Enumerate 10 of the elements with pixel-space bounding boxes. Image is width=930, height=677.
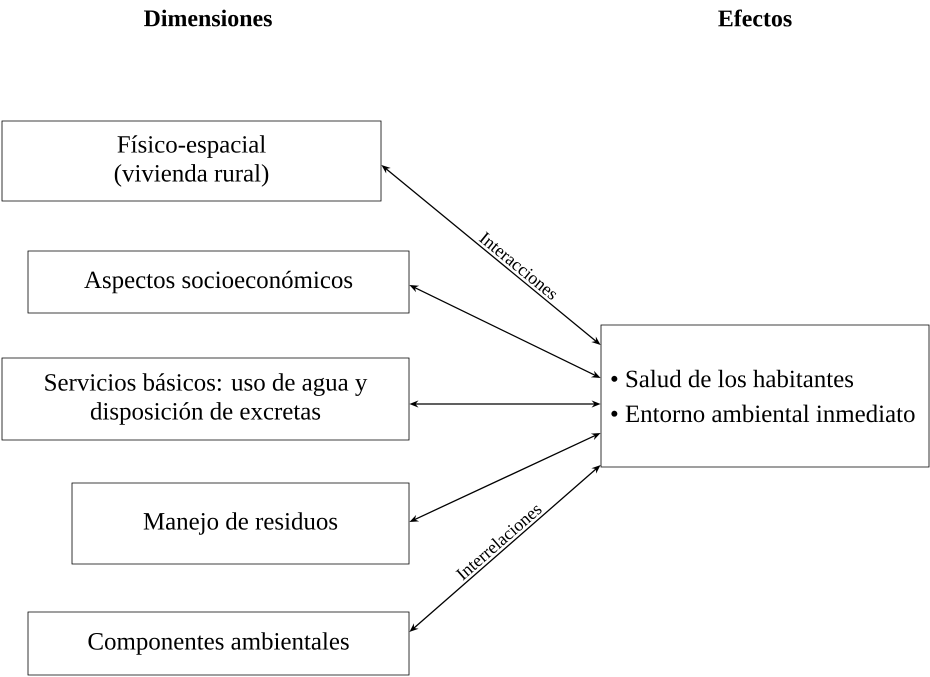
column-heading: Efectos xyxy=(718,9,792,27)
bullet-item: • Salud de los habitantes xyxy=(611,370,854,388)
effects-box xyxy=(600,324,930,468)
dimension-box: Componentes ambientales xyxy=(28,612,410,676)
dimension-box: Servicios básicos: uso de agua y disposición de excretas xyxy=(2,358,410,440)
dimension-box: Manejo de residuos xyxy=(72,482,410,564)
dimension-box: Físico-espacial (vivienda rural) xyxy=(2,120,382,202)
column-heading: Dimensiones xyxy=(144,10,272,26)
dimension-box: Aspectos socioeconómicos xyxy=(28,250,410,314)
bullet-item: • Entorno ambiental inmediato xyxy=(611,404,915,422)
